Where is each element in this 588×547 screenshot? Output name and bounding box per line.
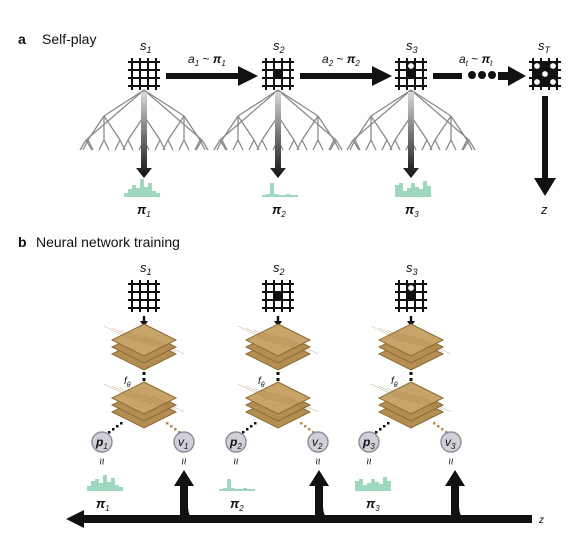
panel-b-title: Neural network training [36, 234, 180, 250]
white-stone [540, 69, 550, 79]
white-stone [532, 77, 542, 87]
approx-sign: ≈ [362, 458, 376, 465]
black-stone [548, 69, 558, 79]
nn-outcome-label-z: z [538, 515, 544, 526]
board-s1 [128, 58, 160, 90]
pi-label-3: π3 [405, 202, 419, 219]
black-stone [540, 61, 550, 71]
value-target-arrow-3 [445, 470, 467, 519]
f-theta-label: fθ [258, 376, 265, 389]
policy-node-label: p3 [362, 435, 375, 451]
value-node [173, 431, 195, 453]
policy-histogram-1 [124, 179, 160, 197]
board-s2 [262, 58, 294, 90]
network-column-3: fθ p3 v3 ≈ ≈ [358, 316, 462, 465]
nn-pi-label-1: π1 [96, 496, 110, 513]
approx-sign: ≈ [229, 458, 243, 465]
state-label-s2: s2 [273, 38, 285, 55]
black-stone [540, 77, 550, 87]
panel-b-letter: b [18, 234, 27, 250]
nn-board-s2 [262, 280, 294, 312]
value-node-label: v2 [312, 435, 323, 451]
white-stone [532, 61, 542, 71]
black-stone [406, 69, 416, 79]
search-arrow-1 [136, 92, 152, 178]
nn-pi-label-3: π3 [366, 496, 380, 513]
action-label-t: at ~ πt [459, 52, 493, 68]
value-node-label: v1 [178, 435, 188, 451]
white-stone [548, 77, 558, 87]
policy-node [358, 431, 380, 453]
policy-histogram-2 [262, 183, 298, 197]
nn-state-label-s1: s1 [140, 260, 152, 277]
pi-label-1: π1 [137, 202, 151, 219]
white-stone [548, 61, 558, 71]
value-target-arrow-2 [309, 470, 331, 519]
board-sT [529, 58, 561, 90]
policy-node [225, 431, 247, 453]
outcome-return-line [66, 510, 532, 528]
panel-a-letter: a [18, 31, 26, 47]
outcome-label-z: z [540, 202, 548, 217]
action-label-1: a1 ~ π1 [188, 52, 226, 68]
ellipsis-dots [468, 71, 496, 79]
action-arrow-1 [166, 66, 258, 86]
nn-board-s3 [395, 280, 427, 312]
value-node-label: v3 [445, 435, 456, 451]
action-arrow-2 [300, 66, 392, 86]
value-target-arrow-1 [174, 470, 196, 519]
action-arrow-t [433, 66, 526, 86]
policy-node-label: p1 [95, 435, 108, 451]
state-label-s3: s3 [406, 38, 418, 55]
white-stone [406, 283, 416, 293]
nn-policy-histogram-2 [219, 479, 255, 491]
black-stone [406, 291, 416, 301]
policy-node-label: p2 [229, 435, 242, 451]
nn-pi-label-2: π2 [230, 496, 244, 513]
approx-sign: ≈ [444, 458, 458, 465]
policy-histogram-3 [395, 181, 431, 197]
board-s3 [395, 58, 427, 90]
black-stone [273, 291, 283, 301]
approx-sign: ≈ [95, 458, 109, 465]
search-arrow-2 [270, 92, 286, 178]
black-stone [532, 69, 542, 79]
state-label-s1: s1 [140, 38, 152, 55]
action-label-2: a2 ~ π2 [322, 52, 360, 68]
network-column-1: fθ p1 v1 ≈ ≈ [91, 316, 195, 465]
nn-state-label-s3: s3 [406, 260, 418, 277]
network-column-2: fθ p2 v2 ≈ ≈ [225, 316, 329, 465]
nn-board-s1 [128, 280, 160, 312]
nn-state-label-s2: s2 [273, 260, 285, 277]
value-node [440, 431, 462, 453]
pi-label-2: π2 [272, 202, 286, 219]
policy-node [91, 431, 113, 453]
approx-sign: ≈ [311, 458, 325, 465]
search-arrow-3 [403, 92, 419, 178]
value-node [307, 431, 329, 453]
f-theta-label: fθ [391, 376, 398, 389]
state-label-sT: sT [538, 38, 552, 55]
outcome-arrow [534, 96, 556, 196]
black-stone [273, 69, 283, 79]
f-theta-label: fθ [124, 376, 131, 389]
white-stone [406, 61, 416, 71]
nn-policy-histogram-3 [355, 477, 391, 491]
search-tree-3 [346, 89, 476, 151]
panel-a-title: Self-play [42, 31, 96, 47]
nn-policy-histogram-1 [87, 475, 123, 491]
approx-sign: ≈ [177, 458, 191, 465]
